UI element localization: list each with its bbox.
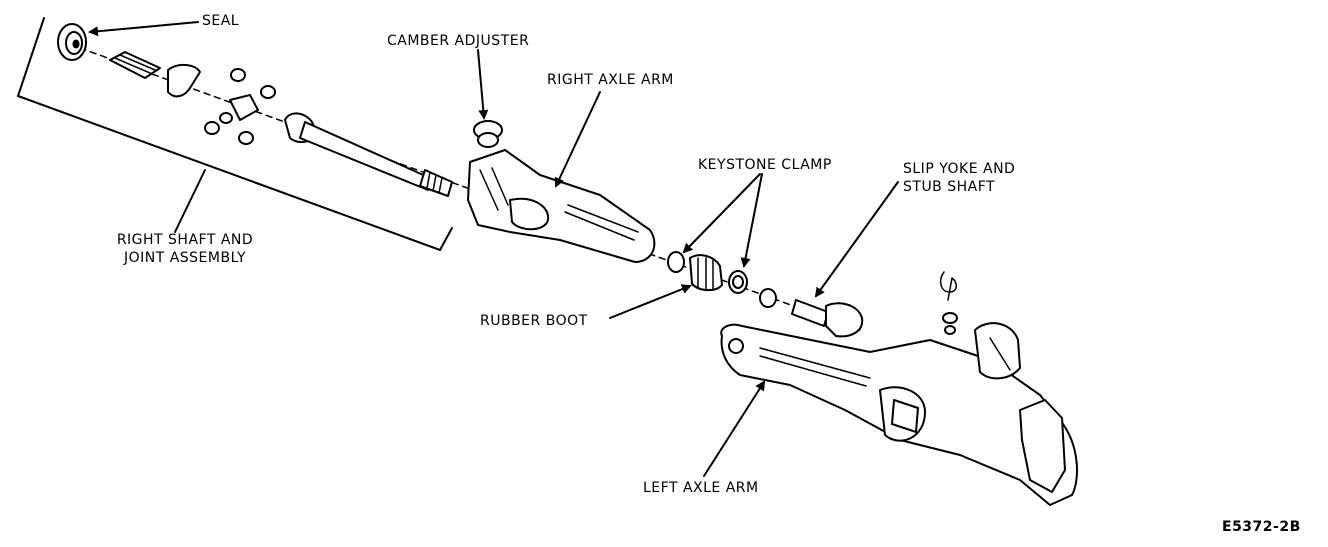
clip-and-nut — [939, 271, 958, 335]
left-axle-arm-part — [720, 322, 1078, 506]
right-shaft-joint — [109, 51, 453, 197]
slip-yoke-stub-shaft-part — [791, 299, 864, 338]
label-seal: SEAL — [202, 13, 240, 29]
right-axle-arm-part — [467, 149, 656, 263]
shaft-assembly-bracket — [17, 17, 453, 251]
assembly-centerline — [79, 47, 861, 331]
boot-and-clamps — [667, 251, 777, 308]
label-right-axle-arm: RIGHT AXLE ARM — [547, 72, 674, 88]
label-right-shaft-line2: JOINT ASSEMBLY — [123, 250, 247, 266]
label-slip-yoke-line2: STUB SHAFT — [903, 179, 996, 195]
label-left-axle-arm: LEFT AXLE ARM — [643, 480, 759, 496]
label-keystone-clamp: KEYSTONE CLAMP — [698, 157, 832, 173]
figure-code: E5372-2B — [1222, 519, 1301, 535]
label-rubber-boot: RUBBER BOOT — [480, 313, 588, 329]
label-right-shaft-line1: RIGHT SHAFT AND — [116, 232, 254, 248]
label-slip-yoke-line1: SLIP YOKE AND — [903, 161, 1016, 177]
camber-adjuster-part — [473, 120, 503, 148]
seal-part — [57, 23, 87, 61]
label-camber-adjuster: CAMBER ADJUSTER — [387, 33, 530, 49]
leader-lines — [88, 21, 899, 477]
